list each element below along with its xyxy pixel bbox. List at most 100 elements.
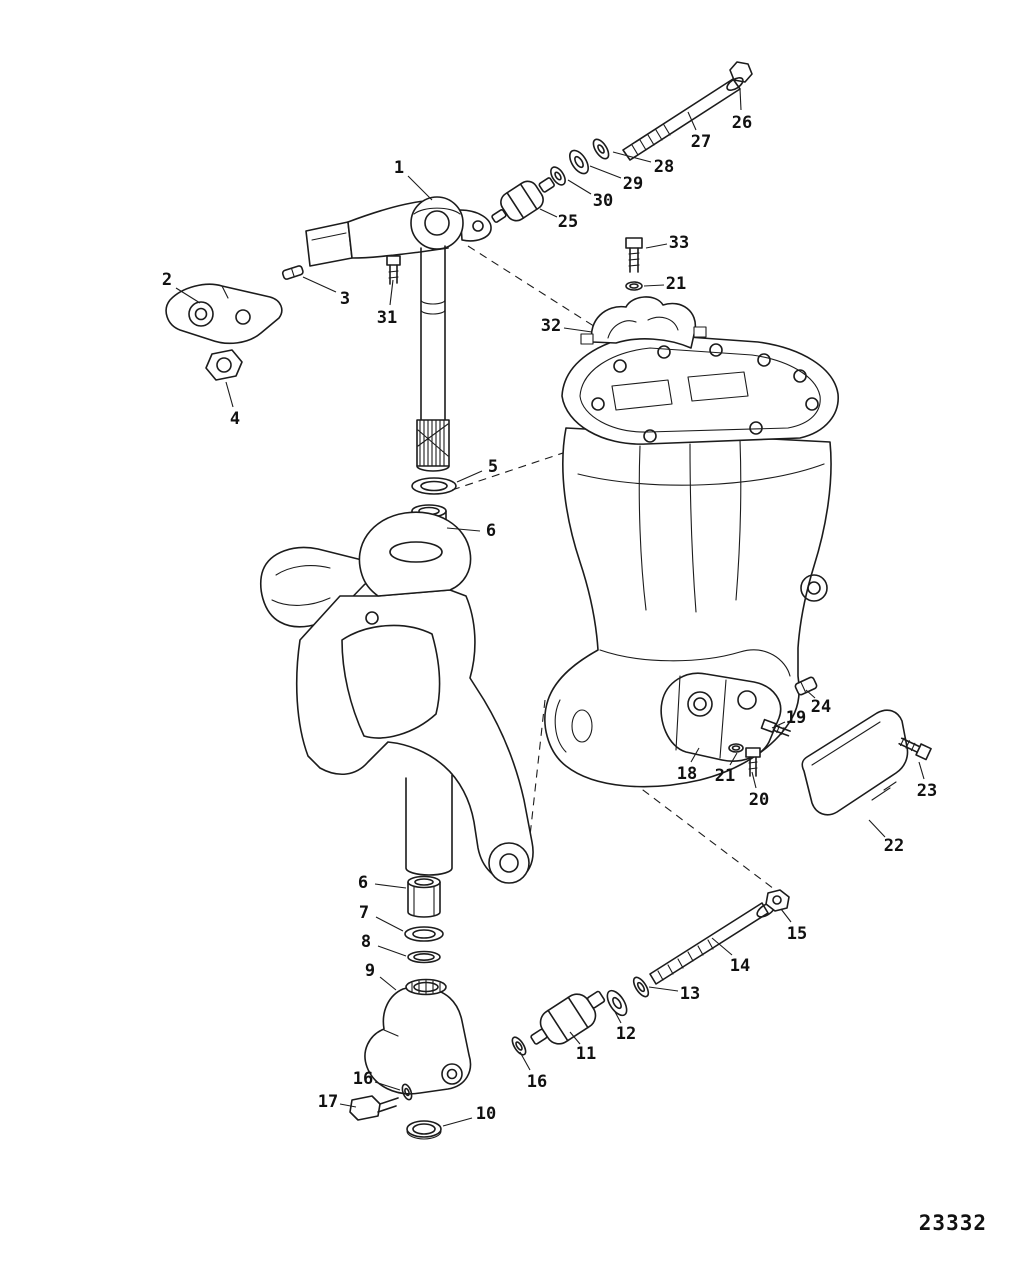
clamp-32 (580, 296, 707, 349)
callout-label-6: 6 (358, 873, 368, 893)
callout-label-19: 19 (786, 708, 806, 728)
upper-rubber-mount-25 (491, 177, 555, 223)
callout-leader-29 (589, 165, 622, 179)
bolt-19 (760, 718, 791, 737)
callout-leader-17 (339, 1103, 357, 1108)
callout-label-14: 14 (730, 956, 750, 976)
steering-link-bracket-2 (165, 283, 283, 345)
callout-leader-9 (379, 976, 397, 991)
washer-13 (632, 976, 650, 998)
callout-label-30: 30 (593, 191, 613, 211)
callout-label-29: 29 (623, 174, 643, 194)
construction-lines (451, 245, 787, 899)
callout-label-21: 21 (715, 766, 735, 786)
lower-yoke-9 (364, 978, 472, 1095)
callout-label-10: 10 (476, 1104, 496, 1124)
callout-label-16: 16 (353, 1069, 373, 1089)
callout-leader-6 (374, 883, 407, 889)
mount-bolt-14 (649, 902, 769, 985)
callout-label-25: 25 (558, 212, 578, 232)
callout-leader-15 (780, 908, 792, 923)
washer-12 (606, 989, 628, 1017)
bolt-33 (625, 237, 643, 273)
callout-leader-11 (569, 1031, 581, 1045)
washer-16-left (401, 1083, 413, 1101)
swivel-bracket (259, 511, 534, 884)
callout-label-11: 11 (576, 1044, 596, 1064)
bolt-31 (386, 255, 401, 285)
callout-label-20: 20 (749, 790, 769, 810)
steering-arm-1 (305, 196, 492, 267)
washer-30 (550, 166, 566, 186)
callout-leader-7 (375, 916, 404, 932)
washer-29 (569, 149, 589, 175)
washer-21-upper (625, 281, 643, 291)
seal-ring-10 (406, 1120, 442, 1140)
callout-label-5: 5 (488, 457, 498, 477)
callout-leader-24 (805, 689, 816, 699)
washer-7 (404, 926, 444, 942)
callout-leader-31 (389, 279, 394, 306)
callout-label-27: 27 (691, 132, 711, 152)
callout-leader-5 (456, 470, 483, 483)
bolt-17 (349, 1095, 399, 1121)
callout-leader-30 (567, 179, 592, 195)
callout-leader-6 (446, 527, 481, 532)
callout-leader-33 (645, 243, 668, 249)
swivel-shaft (416, 245, 450, 472)
callout-label-22: 22 (884, 836, 904, 856)
lower-rubber-mount-11 (530, 990, 606, 1045)
callout-label-23: 23 (917, 781, 937, 801)
callout-label-16: 16 (527, 1072, 547, 1092)
nut-4 (205, 349, 243, 381)
callout-leader-20 (751, 771, 757, 789)
callout-leader-21 (729, 752, 738, 766)
callout-leader-22 (868, 819, 886, 838)
callout-label-32: 32 (541, 316, 561, 336)
callout-leader-2 (175, 287, 201, 304)
callout-label-24: 24 (811, 697, 831, 717)
callout-label-17: 17 (318, 1092, 338, 1112)
callout-label-9: 9 (365, 961, 375, 981)
callout-leader-12 (613, 1009, 622, 1024)
bolt-20 (745, 747, 761, 777)
washer-21-lower (728, 743, 744, 753)
screw-23 (898, 737, 932, 761)
callout-label-3: 3 (340, 289, 350, 309)
callout-leader-21 (643, 284, 665, 287)
callout-label-12: 12 (616, 1024, 636, 1044)
washer-5 (411, 477, 457, 495)
callout-leader-28 (612, 151, 652, 163)
nut-26 (726, 61, 753, 91)
callout-label-26: 26 (732, 113, 752, 133)
callout-leader-18 (690, 747, 700, 763)
mount-bracket-18 (660, 672, 782, 762)
stud-3 (281, 265, 304, 280)
callout-leader-10 (442, 1117, 473, 1127)
callout-leader-16 (519, 1051, 531, 1071)
callout-leader-19 (771, 721, 786, 729)
callout-label-2: 2 (162, 270, 172, 290)
callout-label-8: 8 (361, 932, 371, 952)
callout-leader-8 (377, 945, 407, 957)
callout-label-31: 31 (377, 308, 397, 328)
washer-16-right (511, 1036, 527, 1056)
callout-leader-16 (374, 1081, 401, 1091)
callout-leader-27 (687, 111, 697, 131)
callout-leader-26 (739, 88, 742, 111)
nut-15 (756, 889, 790, 918)
callout-label-33: 33 (669, 233, 689, 253)
callout-leader-3 (302, 276, 337, 293)
callout-label-1: 1 (394, 158, 404, 178)
callout-label-18: 18 (677, 764, 697, 784)
callout-label-28: 28 (654, 157, 674, 177)
drawing-number: 23332 (918, 1211, 987, 1235)
callout-leader-32 (563, 327, 593, 333)
callout-label-6: 6 (486, 521, 496, 541)
callout-leader-1 (407, 175, 433, 201)
callout-leader-14 (711, 937, 733, 956)
plug-24 (794, 676, 818, 696)
callout-label-21: 21 (666, 274, 686, 294)
callout-leader-23 (918, 761, 925, 780)
